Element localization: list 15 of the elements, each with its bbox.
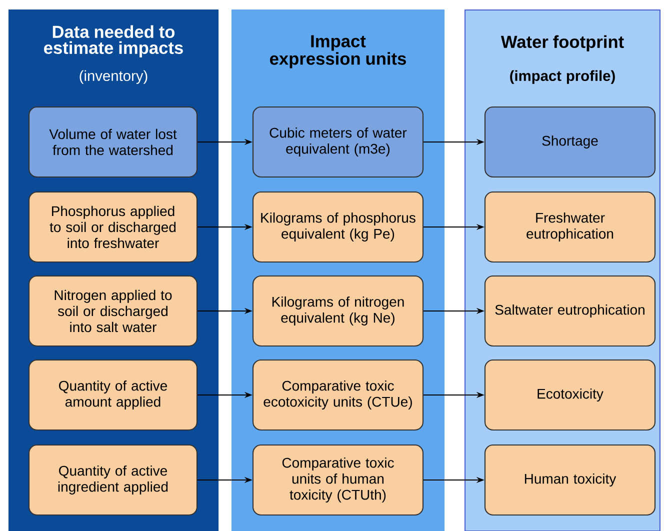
process-box: Comparative toxic units of human toxicity (CTUth) <box>252 444 424 516</box>
process-box: Kilograms of nitrogen equivalent (kg Ne) <box>252 275 424 347</box>
process-box: Cubic meters of water equivalent (m3e) <box>252 106 424 178</box>
process-box: Ecotoxicity <box>484 359 656 431</box>
process-box: Phosphorus applied to soil or discharged into freshwater <box>28 191 198 263</box>
process-box: Nitrogen applied to soil or discharged into salt water <box>28 275 198 347</box>
process-box: Shortage <box>484 106 656 178</box>
process-box: Freshwater eutrophication <box>484 191 656 263</box>
process-box: Comparative toxic ecotoxicity units (CTUe) <box>252 359 424 431</box>
process-box: Kilograms of phosphorus equivalent (kg Pe) <box>252 191 424 263</box>
process-box: Quantity of active amount applied <box>28 359 198 431</box>
process-box: Human toxicity <box>484 444 656 516</box>
process-box: Volume of water lost from the watershed <box>28 106 198 178</box>
process-box: Saltwater eutrophication <box>484 275 656 347</box>
process-box: Quantity of active ingredient applied <box>28 444 198 516</box>
